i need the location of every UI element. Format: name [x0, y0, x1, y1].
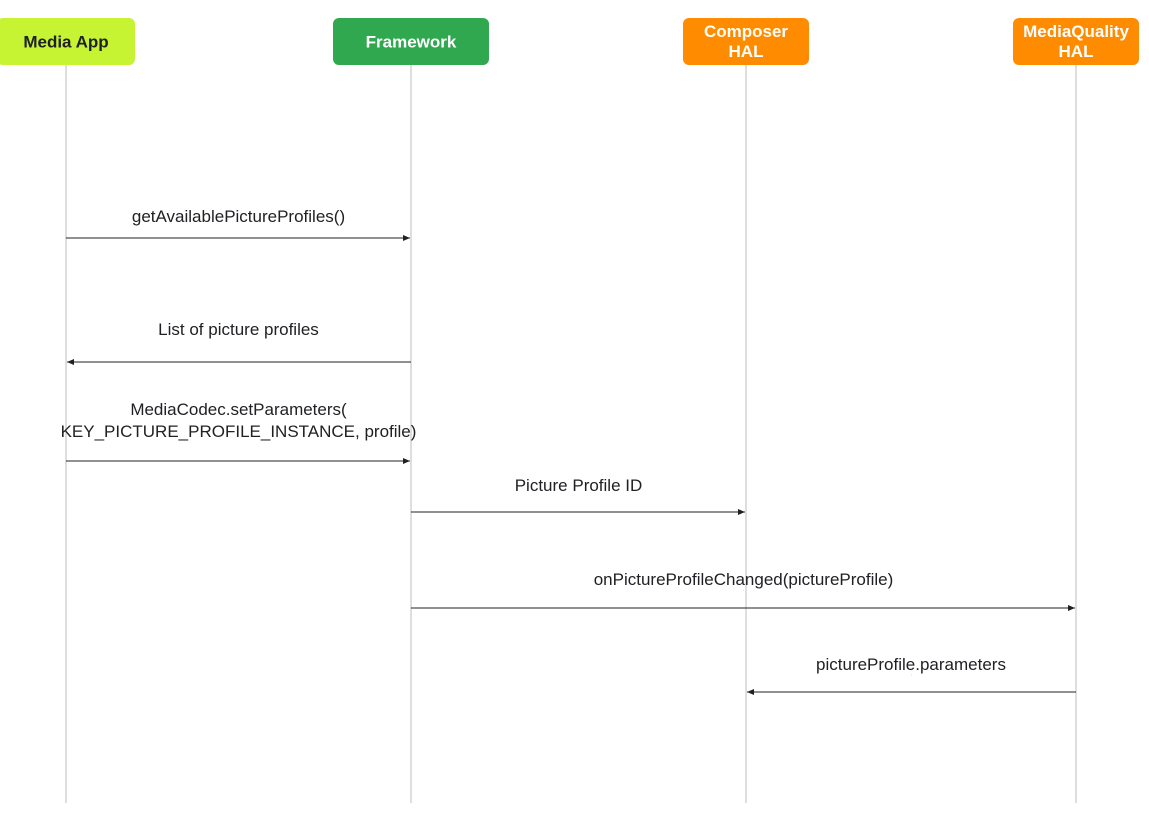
- composer-hal-label-line: HAL: [729, 42, 764, 61]
- framework-box: [333, 18, 489, 65]
- message-label: Picture Profile ID: [515, 476, 643, 495]
- composer-hal-box: [683, 18, 809, 65]
- message-label: pictureProfile.parameters: [816, 655, 1006, 674]
- media-app-label-line: Media App: [23, 33, 108, 52]
- media-app-box: [0, 18, 135, 65]
- mediaquality-hal-label-line: HAL: [1059, 42, 1094, 61]
- message-label: getAvailablePictureProfiles(): [132, 207, 345, 226]
- message-label: KEY_PICTURE_PROFILE_INSTANCE, profile): [61, 422, 417, 441]
- participant-framework: Framework: [333, 18, 489, 65]
- message-5: onPictureProfileChanged(pictureProfile): [411, 570, 1075, 611]
- mediaquality-hal-box: [1013, 18, 1139, 65]
- message-6: pictureProfile.parameters: [747, 655, 1076, 695]
- message-3: MediaCodec.setParameters( KEY_PICTURE_PRO…: [61, 400, 417, 464]
- framework-label-line: Framework: [366, 33, 457, 52]
- message-label: onPictureProfileChanged(pictureProfile): [594, 570, 894, 589]
- message-4: Picture Profile ID: [411, 476, 745, 515]
- message-1: getAvailablePictureProfiles(): [66, 207, 410, 241]
- message-2: List of picture profiles: [67, 320, 411, 365]
- participant-media-app: Media App: [0, 18, 135, 65]
- composer-hal-label-line: Composer: [704, 22, 788, 41]
- message-label: MediaCodec.setParameters(: [130, 400, 347, 419]
- mediaquality-hal-label-line: MediaQuality: [1023, 22, 1129, 41]
- message-label: List of picture profiles: [158, 320, 319, 339]
